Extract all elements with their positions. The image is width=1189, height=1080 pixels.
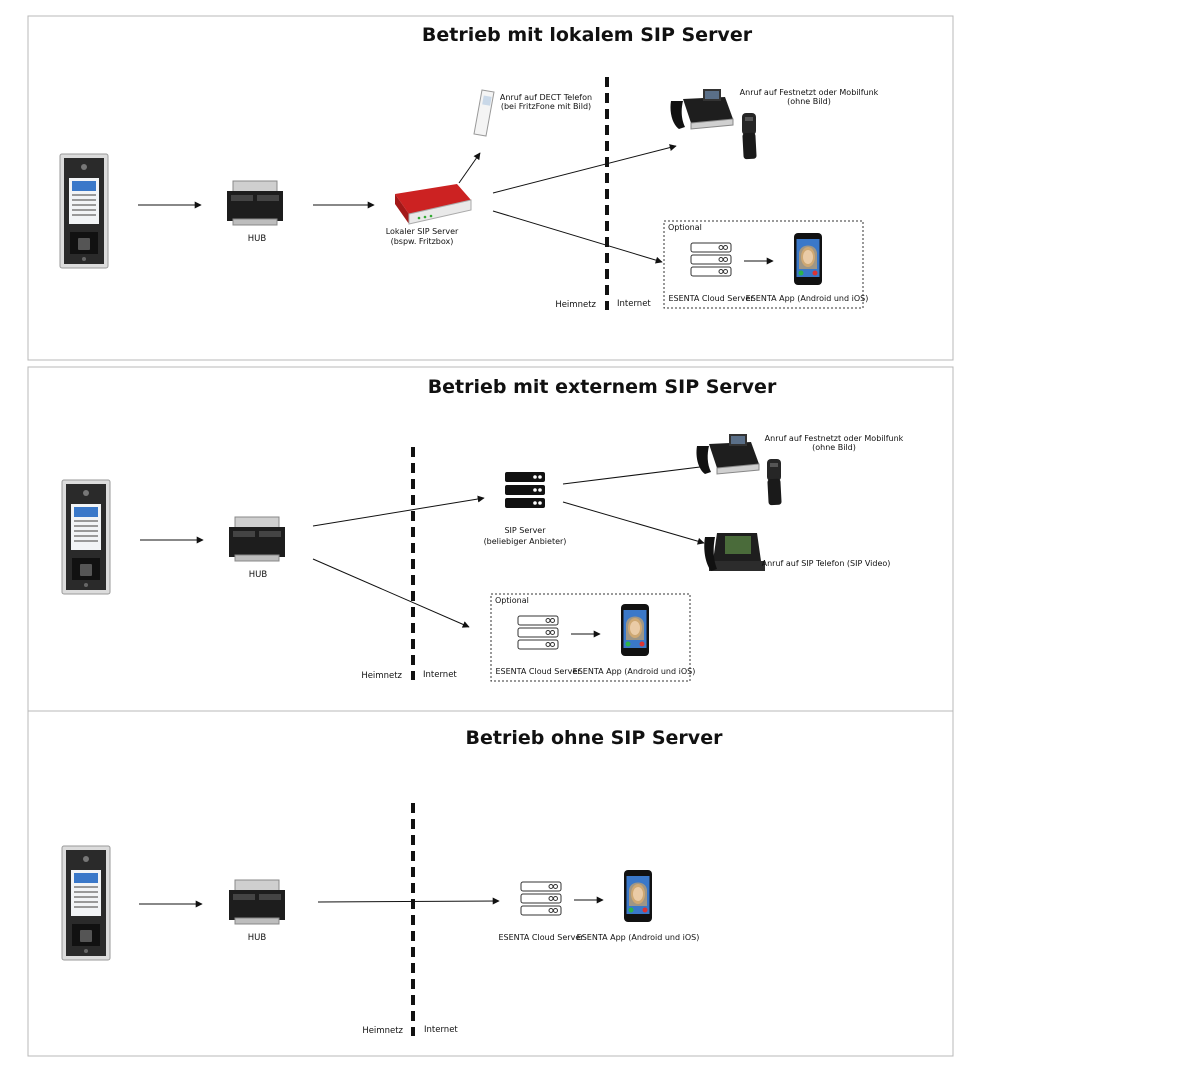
heimnetz-label: Heimnetz: [555, 300, 596, 310]
dect-phone-icon: [473, 89, 495, 137]
landline-label-1: Anruf auf Festnetzt oder Mobilfunk: [740, 88, 879, 97]
arrow-router-dect: [458, 152, 481, 184]
dect-label-2: (bei FritzFone mit Bild): [501, 102, 591, 111]
arrow-sip-landline: [562, 463, 709, 485]
desk-phone-icon: [695, 433, 760, 475]
section-frame: [27, 710, 954, 1057]
door-station-icon: [59, 153, 109, 269]
door-station-icon: [61, 845, 111, 961]
sip-label-1: SIP Server: [504, 526, 546, 535]
mobile-phone-icon: [767, 459, 782, 506]
landline-label-1: Anruf auf Festnetzt oder Mobilfunk: [765, 434, 904, 443]
arrow-hub-cloud: [317, 897, 500, 905]
hub-icon: [228, 879, 286, 925]
sip-phone-label: Anruf auf SIP Telefon (SIP Video): [762, 559, 891, 568]
app-label: ESENTA App (Android und iOS): [746, 294, 869, 303]
arrow-router-landline: [492, 144, 677, 194]
cloud-server-icon: [690, 242, 732, 277]
app-label: ESENTA App (Android und iOS): [573, 667, 696, 676]
cloud-label: ESENTA Cloud Server: [495, 667, 581, 676]
router-label-1: Lokaler SIP Server: [386, 227, 459, 236]
sip-video-phone-icon: [704, 533, 765, 571]
landline-label-2: (ohne Bild): [812, 443, 856, 452]
arrow-hub-cloud: [312, 558, 470, 628]
arrow-router-cloud: [492, 210, 663, 264]
section-title: Betrieb mit lokalem SIP Server: [422, 24, 753, 46]
internet-label: Internet: [424, 1025, 458, 1035]
optional-label: Optional: [495, 596, 529, 605]
door-station-icon: [61, 479, 111, 595]
section-no-sip: Betrieb ohne SIP Server HUB Heimnetz Int…: [27, 710, 954, 1057]
cloud-server-icon: [520, 881, 562, 916]
landline-label-2: (ohne Bild): [787, 97, 831, 106]
section-local-sip: Betrieb mit lokalem SIP Server HUB Lokal…: [27, 15, 954, 361]
desk-phone-icon: [669, 88, 734, 130]
section-title: Betrieb mit externem SIP Server: [428, 376, 777, 398]
optional-label: Optional: [668, 223, 702, 232]
dect-label-1: Anruf auf DECT Telefon: [500, 93, 592, 102]
sip-server-icon: [505, 472, 545, 508]
arrow-sip-videophone: [562, 501, 705, 545]
hub-label: HUB: [249, 570, 268, 580]
internet-label: Internet: [423, 670, 457, 680]
heimnetz-label: Heimnetz: [361, 671, 402, 681]
cloud-label: ESENTA Cloud Server: [498, 933, 584, 942]
optional-box: [490, 593, 691, 682]
section-title: Betrieb ohne SIP Server: [466, 727, 724, 749]
hub-label: HUB: [248, 933, 267, 943]
smartphone-app-icon: [621, 604, 649, 656]
section-frame: [27, 15, 954, 361]
smartphone-app-icon: [624, 870, 652, 922]
arrow-hub-sip: [312, 495, 485, 527]
hub-icon: [226, 180, 284, 226]
smartphone-app-icon: [794, 233, 822, 285]
hub-label: HUB: [248, 234, 267, 244]
mobile-phone-icon: [742, 113, 757, 160]
sip-label-2: (beliebiger Anbieter): [484, 537, 567, 546]
router-label-2: (bspw. Fritzbox): [391, 237, 454, 246]
heimnetz-label: Heimnetz: [362, 1026, 403, 1036]
cloud-server-icon: [517, 615, 559, 650]
cloud-label: ESENTA Cloud Server: [668, 294, 754, 303]
router-icon: [394, 183, 472, 225]
section-external-sip: Betrieb mit externem SIP Server HUB SIP …: [27, 366, 954, 712]
hub-icon: [228, 516, 286, 562]
optional-box: [663, 220, 864, 309]
internet-label: Internet: [617, 299, 651, 309]
app-label: ESENTA App (Android und iOS): [577, 933, 700, 942]
